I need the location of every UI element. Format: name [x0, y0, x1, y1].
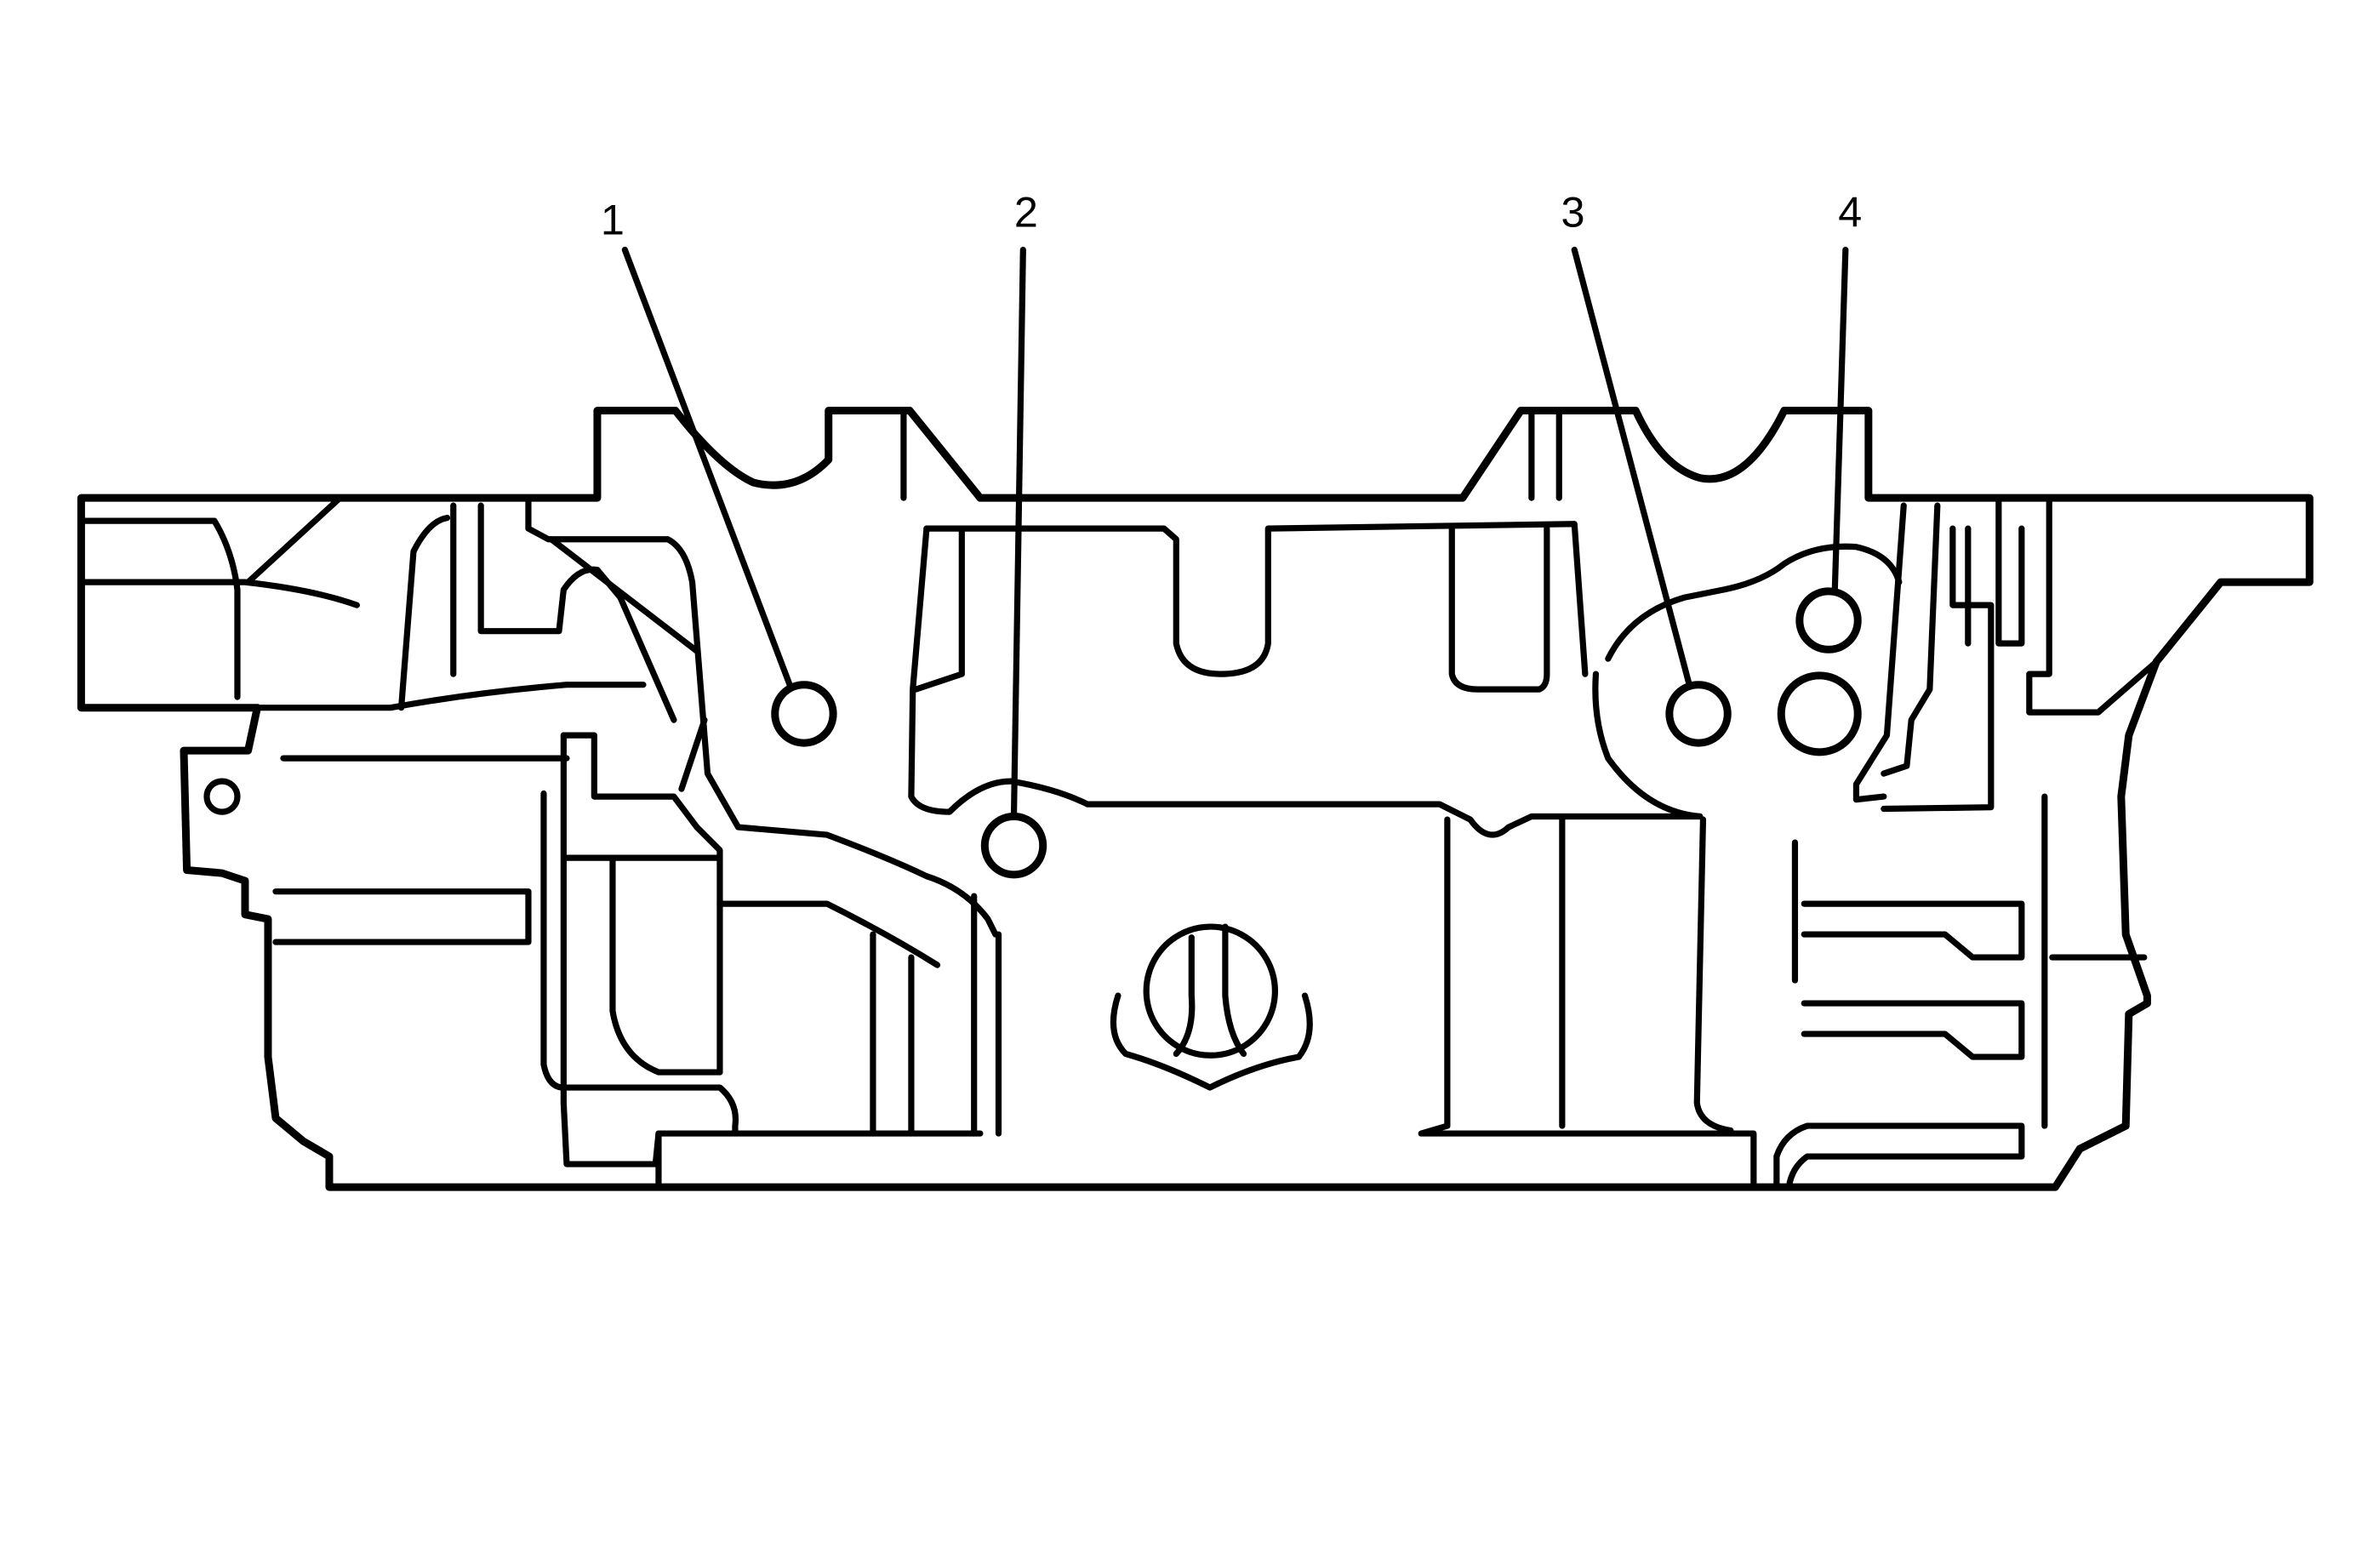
callout-leaders [621, 246, 1849, 820]
callout-label-1: 1 [601, 196, 625, 244]
leader-line-3 [1571, 246, 1692, 688]
leader-line-4 [1831, 246, 1849, 595]
port-1-hole [771, 681, 837, 747]
port-3-hole [1665, 681, 1732, 747]
casting-body [77, 407, 2314, 1191]
leader-line-2 [1010, 246, 1026, 820]
callout-label-4: 4 [1838, 188, 1862, 237]
adjacent-port-hole [1777, 671, 1862, 756]
test-ports [771, 587, 1862, 879]
callout-label-2: 2 [1014, 188, 1038, 237]
leader-line-1 [621, 246, 794, 690]
callout-label-3: 3 [1561, 188, 1584, 237]
port-4-hole [1795, 587, 1862, 654]
port-2-hole [980, 812, 1047, 879]
callout-labels: 1 2 3 4 [601, 188, 1862, 244]
